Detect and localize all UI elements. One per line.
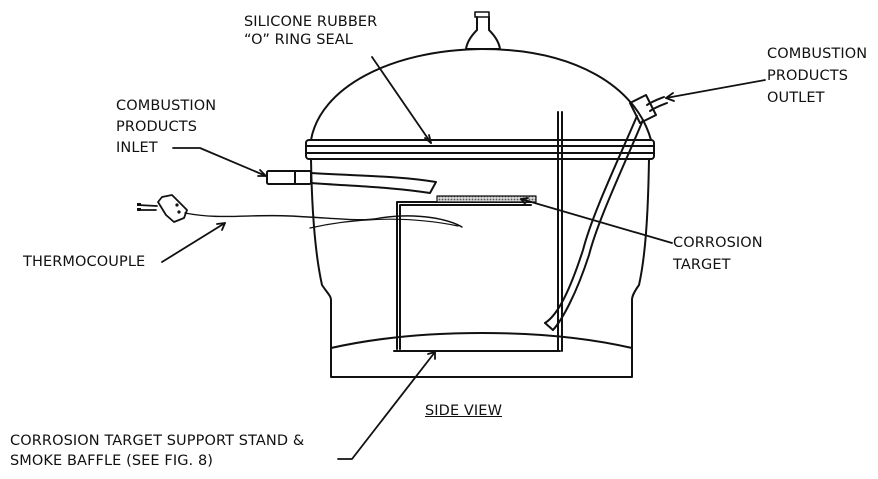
outlet-tube — [544, 94, 668, 331]
view-title: SIDE VIEW — [425, 403, 503, 419]
outlet-label-line-3: OUTLET — [767, 90, 825, 106]
dome-lid — [310, 48, 652, 141]
seal-label-line-1: SILICONE RUBBER — [244, 14, 378, 30]
internal-baffle — [557, 111, 563, 352]
chamber-body — [310, 158, 650, 378]
stand-label-line-1: CORROSION TARGET SUPPORT STAND & — [10, 433, 305, 449]
leader-lines — [161, 56, 766, 460]
thermocouple-label: THERMOCOUPLE — [23, 254, 146, 270]
chamber-base-line — [330, 332, 633, 349]
target-label-line-2: TARGET — [673, 257, 731, 273]
outlet-label-line-2: PRODUCTS — [767, 68, 848, 84]
inlet-label-line-2: PRODUCTS — [116, 119, 197, 135]
corrosion-target-sample — [436, 195, 537, 203]
inlet-tube — [266, 170, 437, 194]
thermocouple-probe — [137, 194, 463, 229]
support-stand — [393, 201, 561, 352]
o-ring-seal — [305, 139, 655, 160]
stand-label-line-2: SMOKE BAFFLE (SEE FIG. 8) — [10, 453, 214, 469]
outlet-label-line-1: COMBUSTION — [767, 46, 868, 62]
seal-label-line-2: “O” RING SEAL — [244, 32, 353, 48]
inlet-label-line-1: COMBUSTION — [116, 98, 217, 114]
inlet-label-line-3: INLET — [116, 140, 158, 156]
target-label-line-1: CORROSION — [673, 235, 763, 251]
top-nozzle — [465, 11, 501, 50]
